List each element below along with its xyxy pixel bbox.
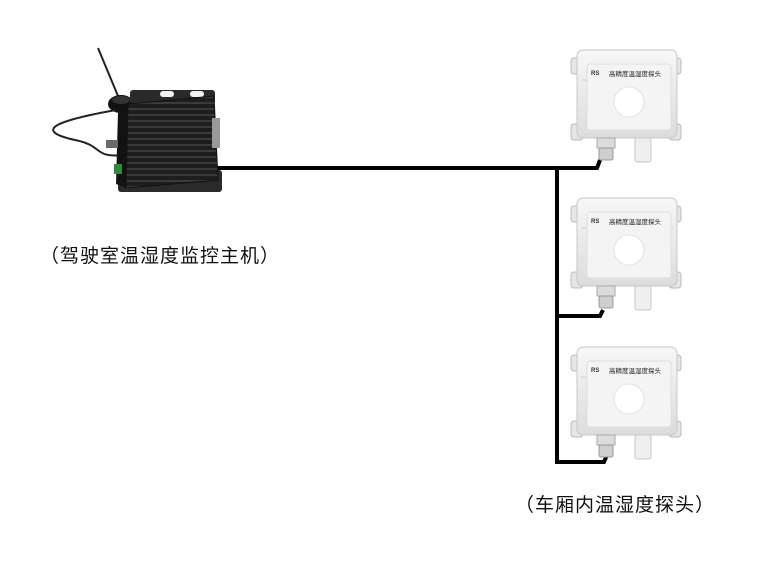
cable-to-sensor-1 <box>555 159 602 170</box>
sensor-probe-2: RS 高精度温湿度探头 <box>570 197 682 311</box>
probe-title: 高精度温湿度探头 <box>609 217 662 226</box>
probe-stem <box>634 285 652 311</box>
wiring <box>214 159 609 464</box>
sensor-caption: （车厢内温湿度探头） <box>515 494 716 516</box>
probe-title: 高精度温湿度探头 <box>609 366 662 375</box>
probe-stem <box>634 434 652 460</box>
probe-cable-gland <box>596 285 616 297</box>
probe-logo: RS <box>591 219 599 225</box>
probe-cable-gland <box>596 434 616 446</box>
antenna-rod <box>97 47 119 97</box>
probe-sensor-window <box>613 383 645 415</box>
probe-stem <box>634 137 652 163</box>
host-housing <box>125 95 219 189</box>
probe-sensor-window <box>613 234 645 266</box>
probe-logo: RS <box>591 71 599 77</box>
sensor-probe-1: RS 高精度温湿度探头 <box>570 49 682 163</box>
sensor-probe-3: RS 高精度温湿度探头 <box>570 346 682 460</box>
host-caption: （驾驶室温湿度监控主机） <box>40 245 281 267</box>
antenna-cable <box>52 109 125 157</box>
probe-logo: RS <box>591 368 599 374</box>
host-monitor-device <box>52 47 222 192</box>
probe-sensor-window <box>613 86 645 118</box>
probe-title: 高精度温湿度探头 <box>609 69 662 78</box>
host-connector <box>106 140 118 148</box>
cable-to-sensor-2 <box>555 309 605 318</box>
probe-cable-gland <box>596 137 616 149</box>
